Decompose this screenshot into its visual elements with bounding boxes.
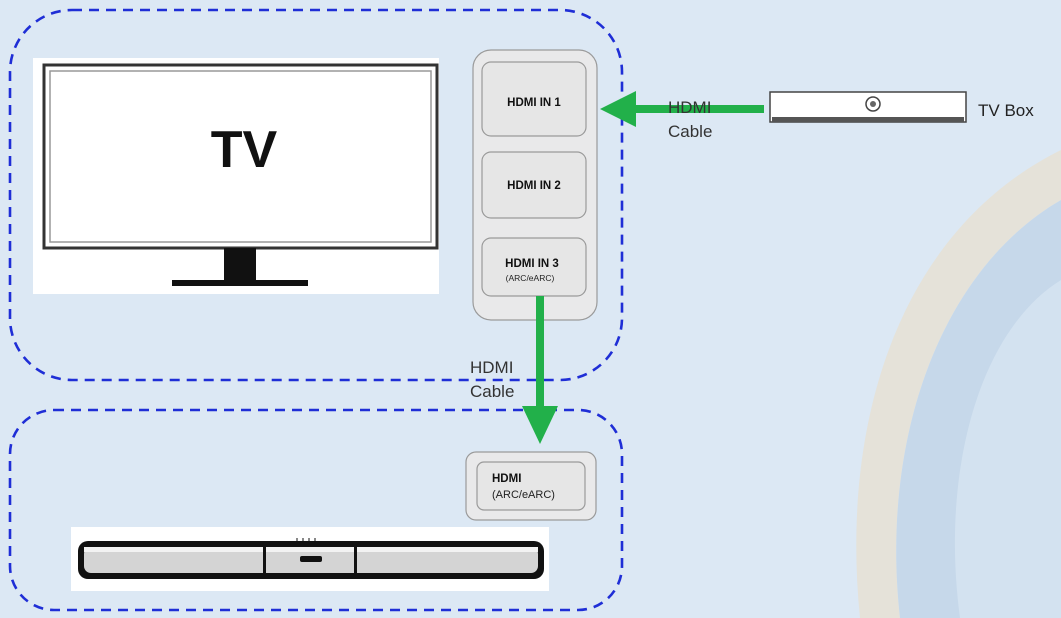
port-label: HDMI IN 1 <box>507 97 561 109</box>
tv-box-device: TV Box <box>769 91 1034 123</box>
cable-tv-to-soundbar: HDMI Cable <box>470 296 558 444</box>
port-hdmi-in-3: HDMI IN 3 (ARC/eARC) <box>481 237 587 297</box>
port-hdmi-in-2: HDMI IN 2 <box>481 151 587 219</box>
port-sublabel: (ARC/eARC) <box>506 273 555 283</box>
cable-label-top-line2: Cable <box>668 122 712 141</box>
tv-device: TV <box>33 58 439 294</box>
tv-box-label: TV Box <box>978 101 1034 120</box>
cable-label-bottom-line2: Cable <box>470 382 514 401</box>
arrow-down-icon <box>522 406 558 444</box>
soundbar-port-label: HDMI <box>492 473 521 485</box>
port-label: HDMI IN 3 <box>505 258 559 270</box>
soundbar-group-border <box>8 408 624 612</box>
tv-port-panel: HDMI IN 1 HDMI IN 2 HDMI IN 3 (ARC/eARC) <box>472 49 598 321</box>
cable-label-bottom: HDMI <box>470 358 513 377</box>
tv-label: TV <box>211 121 278 179</box>
port-label: HDMI IN 2 <box>507 180 561 192</box>
port-hdmi-in-1: HDMI IN 1 <box>481 61 587 137</box>
background-swoosh <box>856 150 1061 618</box>
cable-label-top: HDMI <box>668 98 711 117</box>
soundbar-port-panel: HDMI (ARC/eARC) <box>465 451 597 521</box>
tv-group-border <box>8 8 624 382</box>
soundbar-port-sublabel: (ARC/eARC) <box>492 489 555 501</box>
cable-tvbox-to-tv: HDMI Cable <box>600 91 764 141</box>
soundbar-device <box>71 527 549 591</box>
arrow-left-icon <box>600 91 636 127</box>
